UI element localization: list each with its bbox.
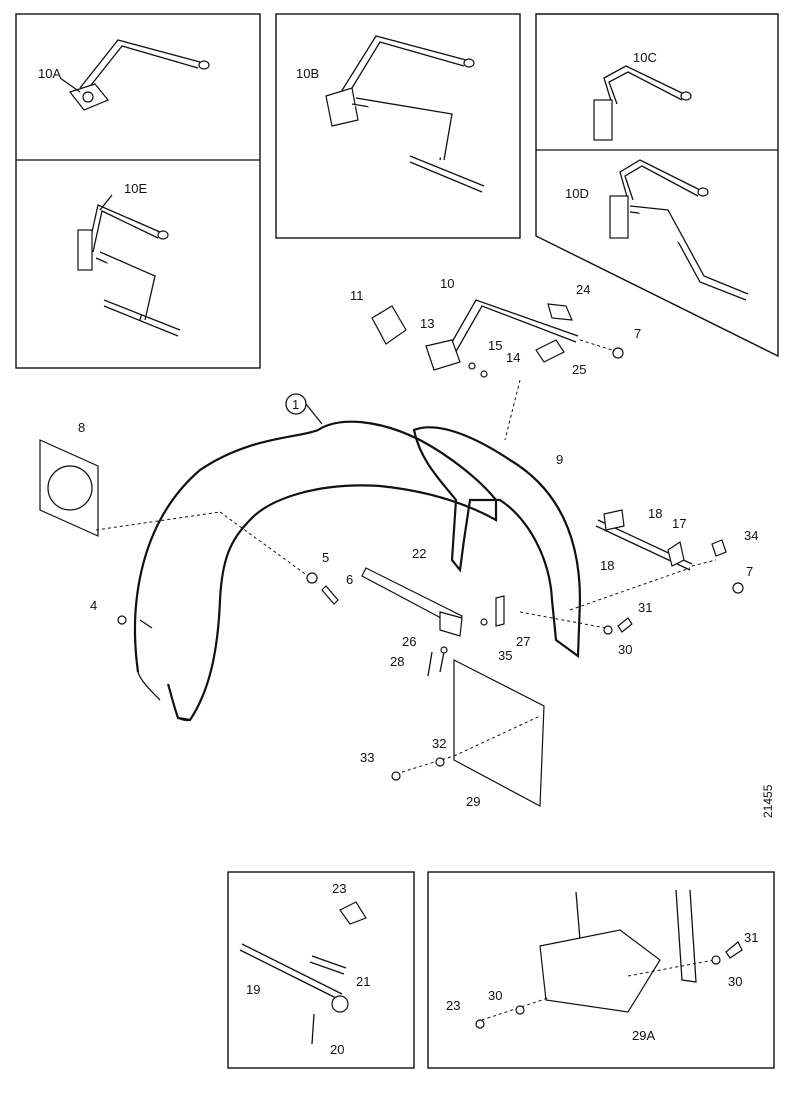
main-labels: 1 4 5 6 7 7 8 9 10 11 13 14 15 17 18 18 … — [78, 276, 758, 809]
fender-panel-9 — [412, 426, 582, 659]
label-13: 13 — [420, 316, 434, 331]
label-20: 20 — [330, 1042, 344, 1057]
label-26: 26 — [402, 634, 416, 649]
label-21: 21 — [356, 974, 370, 989]
bracket-assembly-10 — [371, 299, 624, 441]
label-28: 28 — [390, 654, 404, 669]
label-29: 29 — [466, 794, 480, 809]
label-10B: 10B — [296, 66, 319, 81]
label-5: 5 — [322, 550, 329, 565]
label-29A: 29A — [632, 1028, 655, 1043]
mudflap-29 — [391, 659, 545, 807]
bracket-10D — [609, 159, 749, 301]
label-35: 35 — [498, 648, 512, 663]
label-24: 24 — [576, 282, 590, 297]
bracket-10A — [59, 39, 210, 111]
support-rod-18 — [569, 509, 744, 611]
label-17: 17 — [672, 516, 686, 531]
label-19: 19 — [246, 982, 260, 997]
label-30a: 30 — [618, 642, 632, 657]
label-25: 25 — [572, 362, 586, 377]
label-34: 34 — [744, 528, 758, 543]
label-22: 22 — [412, 546, 426, 561]
label-33: 33 — [360, 750, 374, 765]
label-10C: 10C — [633, 50, 657, 65]
label-15: 15 — [488, 338, 502, 353]
strut-22 — [361, 567, 463, 637]
bracket-10E — [77, 194, 181, 337]
label-27: 27 — [516, 634, 530, 649]
label-10E: 10E — [124, 181, 147, 196]
bolts-30-31-right — [519, 611, 633, 635]
label-9: 9 — [556, 452, 563, 467]
inset-10B: 10B — [275, 13, 521, 239]
fender-1 — [117, 420, 498, 722]
label-6: 6 — [346, 572, 353, 587]
label-1: 1 — [292, 397, 299, 412]
label-23a: 23 — [332, 881, 346, 896]
label-30b: 30 — [728, 974, 742, 989]
label-31b: 31 — [744, 930, 758, 945]
label-18b: 18 — [600, 558, 614, 573]
drawing-code: 21455 — [761, 784, 775, 818]
label-10A: 10A — [38, 66, 61, 81]
inset-29A: 23 30 29A 30 31 — [427, 871, 775, 1069]
label-23b: 23 — [446, 998, 460, 1013]
label-11: 11 — [350, 288, 364, 303]
label-8: 8 — [78, 420, 85, 435]
bracket-27 — [480, 595, 505, 627]
bolts-26-28 — [427, 646, 448, 677]
inset-19-21: 19 21 20 23 — [227, 871, 415, 1069]
label-7a: 7 — [634, 326, 641, 341]
bracket-10C — [593, 65, 692, 141]
label-14: 14 — [506, 350, 520, 365]
inset-10C-10D: 10C 10D — [535, 13, 779, 358]
label-32: 32 — [432, 736, 446, 751]
label-18a: 18 — [648, 506, 662, 521]
bolt-5-6 — [306, 572, 339, 605]
label-10: 10 — [440, 276, 454, 291]
label-31a: 31 — [638, 600, 652, 615]
label-4: 4 — [90, 598, 97, 613]
inset-10A-10E: 10A 10E — [15, 13, 261, 369]
label-10D: 10D — [565, 186, 589, 201]
label-7b: 7 — [746, 564, 753, 579]
mount-plate-8 — [39, 439, 309, 577]
label-30c: 30 — [488, 988, 502, 1003]
